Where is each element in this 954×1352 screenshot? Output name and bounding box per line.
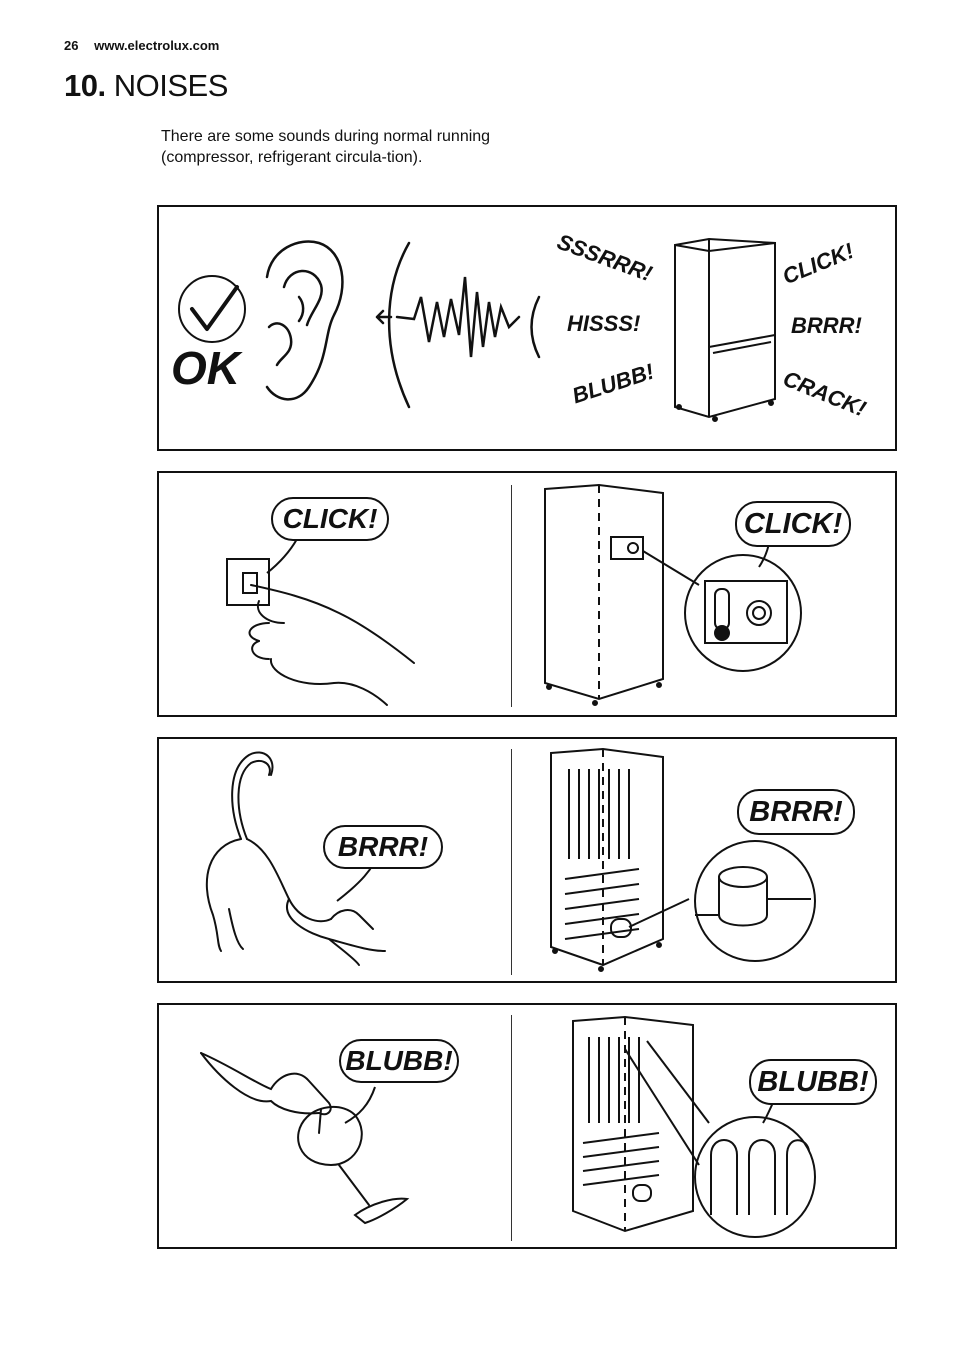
thermostat-illustration [226, 483, 802, 706]
hand-icon [248, 584, 415, 706]
blubb-bubble-right: BLUBB! [749, 1059, 877, 1105]
refrigerator-coils-icon [572, 1015, 694, 1233]
section-title: 10. NOISES [64, 68, 228, 104]
bubble-tail [266, 538, 298, 574]
click-bubble-left: CLICK! [271, 497, 389, 541]
sound-wave-icon [375, 241, 541, 409]
section-name: NOISES [113, 68, 229, 103]
wall-switch-icon [226, 558, 270, 606]
ok-label: OK [171, 342, 240, 394]
brrr-bubble-left: BRRR! [323, 825, 443, 869]
cat-icon [205, 751, 386, 966]
blubb-bubble-left: BLUBB! [339, 1039, 459, 1083]
bubble-tail [344, 1086, 376, 1124]
wine-bottle-icon [200, 1052, 332, 1134]
sound-hisss: HISSS! [567, 311, 641, 336]
click-bubble-right: CLICK! [735, 501, 851, 547]
fridge-freezer-icon [674, 237, 776, 422]
section-number: 10. [64, 68, 106, 103]
compressor-illustration [205, 747, 816, 972]
refrigerator-back-icon [550, 747, 664, 972]
page-number: 26 [64, 38, 79, 53]
page-header: 26 www.electrolux.com [64, 38, 219, 53]
check-circle-icon [178, 275, 246, 343]
panel-divider [511, 1015, 512, 1241]
wine-glass-icon [297, 1106, 410, 1225]
ear-icon [265, 240, 344, 401]
brrr-bubble-right: BRRR! [737, 789, 855, 835]
panel-divider [511, 749, 512, 975]
panel-normal-sounds: OK SSSRRR! HISSS! BLUBB! CLICK! BRRR! CR… [157, 205, 897, 451]
panel-divider [511, 485, 512, 707]
website-link[interactable]: www.electrolux.com [94, 38, 220, 53]
sound-brrr: BRRR! [791, 313, 862, 338]
refrigerator-icon [544, 483, 664, 706]
thermostat-detail-icon [642, 532, 802, 672]
panel-thermostat-click: CLICK! CLICK! [157, 471, 897, 717]
refrigerant-illustration [200, 1015, 816, 1238]
intro-text: There are some sounds during normal runn… [161, 128, 491, 166]
panel-refrigerant-blubb: BLUBB! BLUBB! [157, 1003, 897, 1249]
normal-sounds-illustration [178, 237, 776, 422]
panel-compressor-brrr: BRRR! BRRR! [157, 737, 897, 983]
coil-detail-icon [624, 1040, 816, 1238]
